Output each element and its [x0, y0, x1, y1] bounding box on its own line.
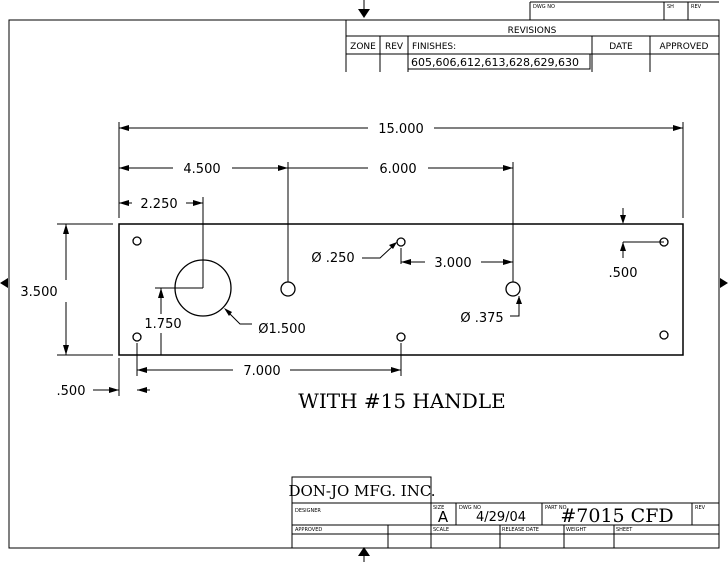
col-rev: REV [385, 42, 404, 52]
title-block [291, 476, 719, 548]
dim-handle-dia: Ø1.500 [258, 322, 305, 337]
col-zone: ZONE [350, 42, 376, 52]
rev-header-dwgno: DWG NO [533, 4, 555, 10]
dimension-lines [57, 122, 684, 396]
dim-handle-height: 1.750 [144, 317, 181, 332]
revisions-title: REVISIONS [508, 26, 557, 36]
spindle-hole-left [280, 281, 296, 297]
label-size: SIZE [433, 505, 444, 511]
col-approved: APPROVED [660, 42, 709, 52]
dim-edge-offset: .500 [57, 384, 86, 399]
dim-plate-height: 3.500 [20, 285, 57, 300]
dim-small-hole-dia: Ø .250 [311, 251, 354, 266]
rev-header-sh: SH [667, 4, 674, 10]
label-sheet: SHEET [616, 527, 633, 533]
dim-vertical-spacing: 3.000 [434, 256, 471, 271]
dim-handle-center: 2.250 [140, 197, 177, 212]
dim-left-offset: 4.500 [183, 162, 220, 177]
date-value: 4/29/04 [476, 510, 526, 525]
handle-note: WITH #15 HANDLE [298, 389, 505, 413]
spindle-hole-right [505, 281, 521, 297]
label-scale: SCALE [433, 527, 449, 533]
label-drawn: DESIGNER [295, 508, 321, 514]
dim-right-offset: .500 [609, 266, 638, 281]
dim-large-hole-dia: Ø .375 [460, 311, 503, 326]
mount-hole-bottom-mid [396, 332, 406, 342]
mount-hole-bottom-left [132, 332, 142, 342]
col-date: DATE [609, 42, 633, 52]
part-no-value: #7015 CFD [560, 505, 673, 527]
label-release-date: RELEASE DATE [502, 527, 539, 533]
plate [118, 223, 684, 356]
mount-hole-top-mid [396, 237, 406, 247]
mount-hole-bottom-right [659, 330, 669, 340]
size-value: A [438, 508, 449, 526]
dim-bottom-spacing: 7.000 [243, 364, 280, 379]
mount-hole-top-left [132, 236, 142, 246]
col-finishes: FINISHES: [412, 42, 456, 52]
drawing-border [8, 19, 720, 549]
revisions-block: DWG NO SH REV REVISIONS ZONE REV FINISHE… [345, 1, 719, 72]
dim-hole-spacing: 6.000 [379, 162, 416, 177]
rev-header-rev: REV [691, 4, 702, 10]
label-approved: APPROVED [295, 527, 322, 533]
label-weight: WEIGHT [566, 527, 587, 533]
finishes-list: 605,606,612,613,628,629,630 [411, 56, 579, 69]
label-dwg-no: DWG NO [459, 505, 481, 511]
dim-overall-length: 15.000 [378, 122, 424, 137]
label-rev: REV [695, 505, 706, 511]
company-name: DON-JO MFG. INC. [288, 482, 435, 500]
label-part-no: PART NO. [545, 505, 568, 511]
